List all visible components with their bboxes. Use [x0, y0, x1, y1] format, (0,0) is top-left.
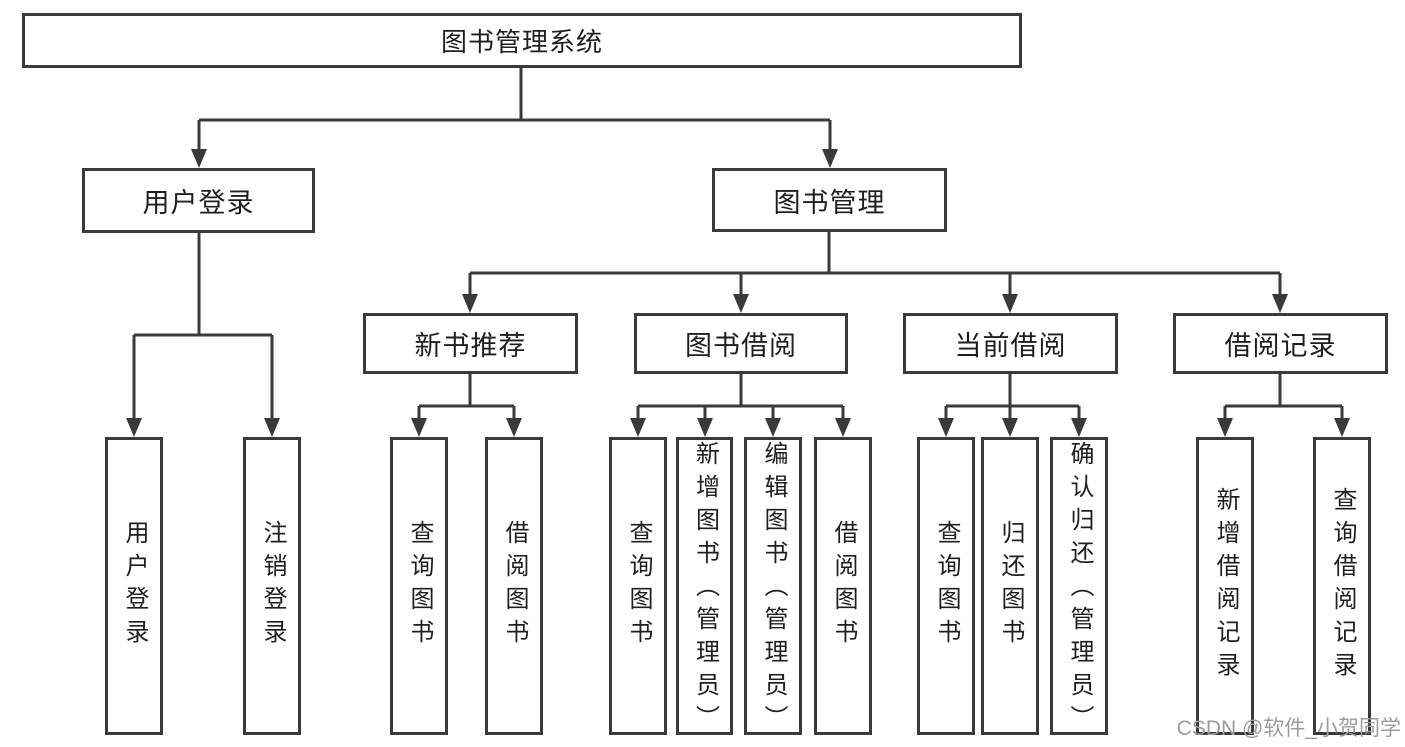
leaf-cb-query-book: 查询图书 [917, 437, 975, 735]
arrowhead-down-icon [1272, 294, 1288, 313]
node-borrow-records: 借阅记录 [1173, 313, 1388, 374]
leaf-nbr-borrow-book-label: 借阅图书 [501, 520, 528, 652]
leaf-logout-label: 注销登录 [259, 520, 286, 652]
arrowhead-down-icon [1002, 418, 1018, 437]
arrowhead-down-icon [411, 418, 427, 437]
leaf-bb-edit-book-admin-label: 编辑图书（管理员） [760, 441, 787, 738]
connector-user-login-to-leaves [132, 233, 274, 427]
leaf-br-add-record: 新增借阅记录 [1196, 437, 1254, 735]
node-borrow-records-label: 借阅记录 [1224, 331, 1337, 361]
leaf-bb-add-book-admin: 新增图书（管理员） [676, 437, 733, 738]
node-new-book-recommend: 新书推荐 [363, 313, 578, 374]
leaf-cb-return-book: 归还图书 [981, 437, 1039, 735]
node-new-book-recommend-label: 新书推荐 [414, 331, 527, 361]
leaf-bb-add-book-admin-label: 新增图书（管理员） [691, 441, 719, 738]
leaf-bb-borrow-book: 借阅图书 [814, 437, 872, 735]
leaf-bb-borrow-book-label: 借阅图书 [830, 520, 857, 652]
arrowhead-down-icon [1334, 418, 1350, 437]
leaf-user-login: 用户登录 [105, 437, 163, 735]
node-root-system: 图书管理系统 [22, 13, 1022, 68]
arrowhead-down-icon [1002, 294, 1018, 313]
leaf-cb-return-book-label: 归还图书 [997, 520, 1024, 652]
connector-book-mgmt-to-level3 [468, 232, 1282, 303]
node-current-borrow: 当前借阅 [903, 313, 1118, 374]
node-user-login-branch-label: 用户登录 [142, 188, 255, 218]
arrowhead-down-icon [765, 418, 781, 437]
arrowhead-down-icon [630, 418, 646, 437]
arrowhead-down-icon [733, 294, 749, 313]
node-root-system-label: 图书管理系统 [440, 27, 603, 57]
leaf-user-login-label: 用户登录 [121, 520, 148, 652]
node-current-borrow-label: 当前借阅 [954, 331, 1067, 361]
leaf-bb-query-book: 查询图书 [609, 437, 667, 735]
arrowhead-down-icon [697, 418, 713, 437]
arrowhead-down-icon [191, 149, 207, 168]
connector-new-book-rec-to-leaves [417, 374, 516, 427]
leaf-logout: 注销登录 [243, 437, 301, 735]
node-book-borrow: 图书借阅 [634, 313, 848, 374]
arrowhead-down-icon [1217, 418, 1233, 437]
connector-book-borrow-to-leaves [636, 374, 845, 427]
leaf-cb-confirm-return-admin-label: 确认归还（管理员） [1066, 441, 1093, 738]
arrowhead-down-icon [938, 418, 954, 437]
leaf-cb-query-book-label: 查询图书 [933, 520, 960, 652]
node-user-login-branch: 用户登录 [82, 168, 315, 233]
csdn-watermark: CSDN @软件_小贺同学 [1176, 717, 1401, 740]
node-book-management-branch-label: 图书管理 [773, 187, 886, 218]
arrowhead-down-icon [822, 149, 838, 168]
connector-borrow-records-to-leaves [1223, 374, 1344, 427]
connector-current-borrow-to-leaves [944, 374, 1081, 427]
leaf-br-query-record-label: 查询借阅记录 [1329, 487, 1356, 685]
leaf-bb-edit-book-admin: 编辑图书（管理员） [744, 437, 802, 738]
leaf-br-query-record: 查询借阅记录 [1313, 437, 1371, 735]
connector-root-to-level2 [197, 68, 832, 158]
leaf-cb-confirm-return-admin: 确认归还（管理员） [1050, 437, 1108, 738]
arrowhead-down-icon [506, 418, 522, 437]
leaf-bb-query-book-label: 查询图书 [625, 520, 652, 652]
arrowhead-down-icon [1071, 418, 1087, 437]
leaf-br-add-record-label: 新增借阅记录 [1212, 487, 1239, 685]
arrowhead-down-icon [126, 418, 142, 437]
leaf-nbr-query-book: 查询图书 [390, 437, 448, 735]
arrowhead-down-icon [462, 294, 478, 313]
arrowhead-down-icon [835, 418, 851, 437]
node-book-management-branch: 图书管理 [712, 168, 947, 232]
leaf-nbr-borrow-book: 借阅图书 [485, 437, 543, 735]
arrowhead-down-icon [264, 418, 280, 437]
node-book-borrow-label: 图书借阅 [685, 331, 797, 361]
leaf-nbr-query-book-label: 查询图书 [406, 520, 433, 652]
